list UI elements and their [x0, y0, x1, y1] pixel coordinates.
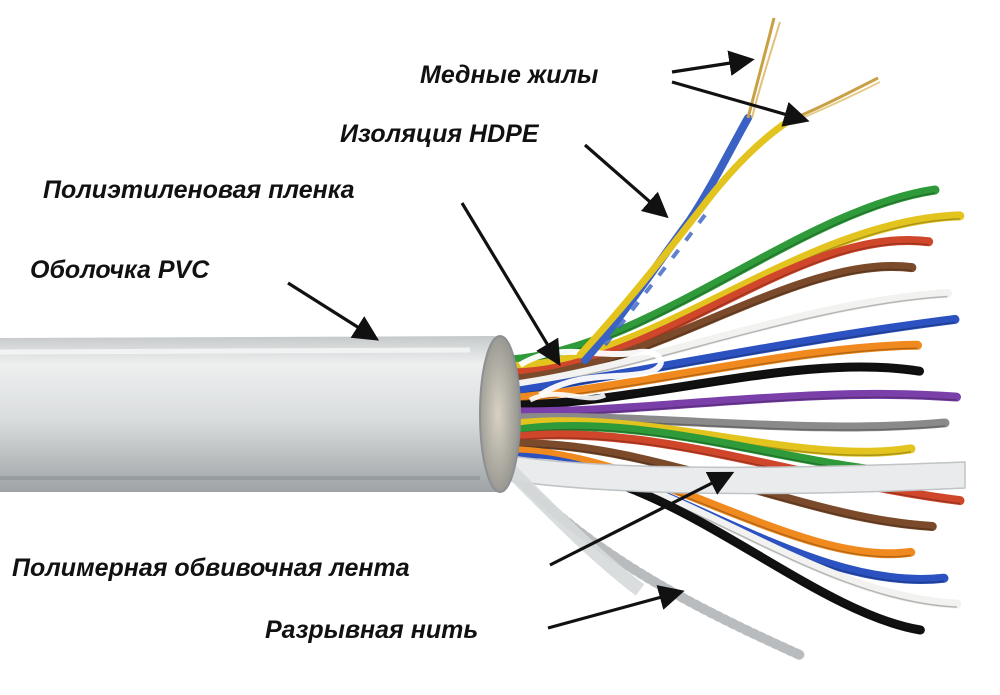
wire-shadow [509, 321, 956, 397]
copper-cores [746, 17, 881, 124]
insulated-wire [505, 340, 923, 404]
callout-arrows [287, 50, 810, 630]
arrow-icon [671, 80, 810, 127]
hdpe-insulated-pair [576, 114, 794, 364]
arrow-icon [583, 143, 669, 219]
insulated-wire [505, 211, 965, 371]
pvc-sheath-cable [0, 335, 521, 493]
insulated-wire [505, 362, 925, 410]
label-rip-cord: Разрывная нить [265, 616, 478, 644]
insulated-wire [505, 261, 917, 384]
wire-shadow [509, 437, 961, 505]
label-polyethylene-film: Полиэтиленовая пленка [43, 176, 355, 204]
insulated-wire [505, 389, 961, 417]
wire-shadow [509, 369, 920, 410]
insulated-wire [505, 417, 916, 457]
twisted-pair-wires [505, 185, 965, 635]
arrow-icon [547, 585, 685, 630]
label-copper-cores: Медные жилы [420, 61, 598, 89]
insulated-wire [505, 235, 934, 378]
insulated-wire [505, 446, 916, 559]
arrow-icon [287, 281, 380, 341]
label-pvc-sheath: Оболочка PVC [30, 256, 210, 284]
polyethylene-film [518, 348, 664, 403]
label-polymer-wrap-tape: Полимерная обвивочная лента [12, 554, 410, 582]
arrow-icon [671, 50, 755, 76]
arrow-icon [460, 202, 561, 367]
arrow-icon [549, 471, 735, 567]
label-hdpe-insulation: Изоляция HDPE [340, 120, 540, 148]
insulated-wire [505, 289, 952, 391]
polymer-wrap-tape [504, 454, 966, 596]
